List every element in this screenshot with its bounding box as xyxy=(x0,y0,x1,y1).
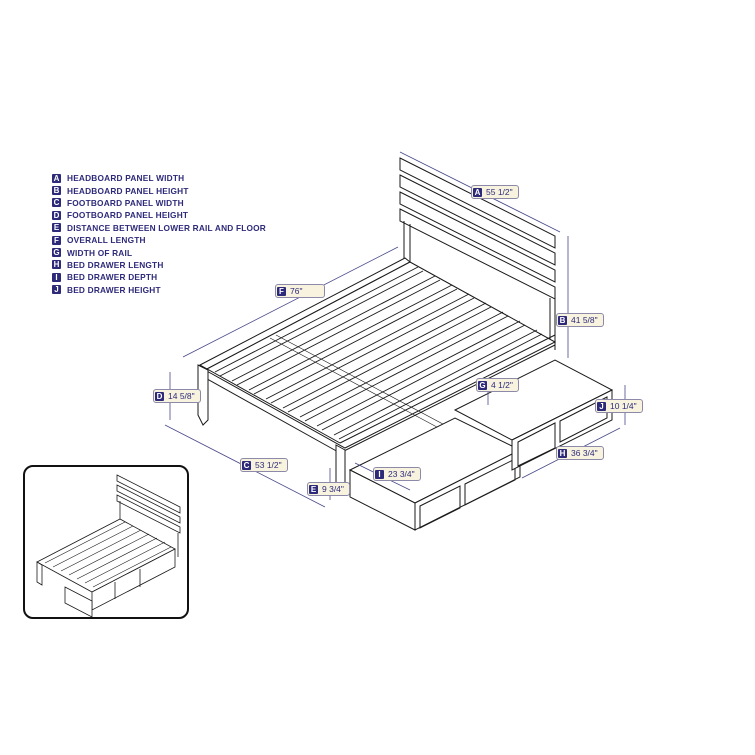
dimension-callout-f: F 76" xyxy=(275,284,325,298)
legend-key-badge: A xyxy=(52,173,61,183)
legend-item: E DISTANCE BETWEEN LOWER RAIL AND FLOOR xyxy=(52,222,266,234)
legend-label: HEADBOARD PANEL WIDTH xyxy=(67,173,185,184)
dimension-key-badge: I xyxy=(375,469,384,479)
dimension-value: 53 1/2" xyxy=(255,460,282,470)
dimension-key-badge: E xyxy=(309,484,318,494)
dimension-value: 9 3/4" xyxy=(322,484,344,494)
dimension-callout-i: I 23 3/4" xyxy=(373,467,421,481)
legend-key-badge: F xyxy=(52,235,61,245)
legend-item: I BED DRAWER DEPTH xyxy=(52,271,266,283)
legend-label: DISTANCE BETWEEN LOWER RAIL AND FLOOR xyxy=(67,222,266,233)
dimension-key-badge: G xyxy=(478,380,487,390)
dimension-callout-b: B 41 5/8" xyxy=(556,313,604,327)
legend-label: FOOTBOARD PANEL HEIGHT xyxy=(67,210,189,221)
legend-label: HEADBOARD PANEL HEIGHT xyxy=(67,185,189,196)
dimension-value: 76" xyxy=(290,286,303,296)
legend-label: BED DRAWER LENGTH xyxy=(67,259,164,270)
legend-key-badge: E xyxy=(52,223,61,233)
dimension-key-badge: B xyxy=(558,315,567,325)
legend-key-badge: D xyxy=(52,210,61,220)
legend-label: BED DRAWER HEIGHT xyxy=(67,284,161,295)
dimension-key-badge: D xyxy=(155,391,164,401)
legend-key-badge: G xyxy=(52,248,61,258)
legend-label: OVERALL LENGTH xyxy=(67,235,146,246)
dimension-callout-a: A 55 1/2" xyxy=(471,185,519,199)
dimension-value: 14 5/8" xyxy=(168,391,195,401)
dimension-callout-d: D 14 5/8" xyxy=(153,389,201,403)
dimension-key-badge: F xyxy=(277,286,286,296)
dimension-callout-c: C 53 1/2" xyxy=(240,458,288,472)
legend-item: F OVERALL LENGTH xyxy=(52,234,266,246)
dimension-key-badge: C xyxy=(242,460,251,470)
dimension-value: 23 3/4" xyxy=(388,469,415,479)
dimension-legend: A HEADBOARD PANEL WIDTH B HEADBOARD PANEL … xyxy=(52,172,266,296)
dimension-value: 55 1/2" xyxy=(486,187,513,197)
legend-label: WIDTH OF RAIL xyxy=(67,247,133,258)
dimension-value: 4 1/2" xyxy=(491,380,513,390)
dimension-key-badge: H xyxy=(558,448,567,458)
dimension-key-badge: A xyxy=(473,187,482,197)
legend-item: C FOOTBOARD PANEL WIDTH xyxy=(52,197,266,209)
legend-label: FOOTBOARD PANEL WIDTH xyxy=(67,197,184,208)
legend-key-badge: J xyxy=(52,285,61,295)
dimension-value: 36 3/4" xyxy=(571,448,598,458)
headboard xyxy=(399,157,556,350)
legend-item: J BED DRAWER HEIGHT xyxy=(52,284,266,296)
legend-key-badge: H xyxy=(52,260,61,270)
legend-key-badge: B xyxy=(52,186,61,196)
bed-thumbnail-drawing xyxy=(36,474,181,617)
legend-key-badge: I xyxy=(52,272,61,282)
legend-item: A HEADBOARD PANEL WIDTH xyxy=(52,172,266,184)
dimension-callout-e: E 9 3/4" xyxy=(307,482,350,496)
dimension-value: 10 1/4" xyxy=(610,401,637,411)
drawers xyxy=(348,359,614,531)
legend-item: D FOOTBOARD PANEL HEIGHT xyxy=(52,209,266,221)
footboard xyxy=(197,364,346,491)
legend-item: B HEADBOARD PANEL HEIGHT xyxy=(52,184,266,196)
legend-key-badge: C xyxy=(52,198,61,208)
dimension-key-badge: J xyxy=(597,401,606,411)
dimension-value: 41 5/8" xyxy=(571,315,598,325)
dimension-callout-g: G 4 1/2" xyxy=(476,378,519,392)
legend-label: BED DRAWER DEPTH xyxy=(67,272,158,283)
bed-thumbnail-inset xyxy=(23,465,189,619)
legend-item: G WIDTH OF RAIL xyxy=(52,246,266,258)
dimension-callout-h: H 36 3/4" xyxy=(556,446,604,460)
dimension-callout-j: J 10 1/4" xyxy=(595,399,643,413)
legend-item: H BED DRAWER LENGTH xyxy=(52,259,266,271)
